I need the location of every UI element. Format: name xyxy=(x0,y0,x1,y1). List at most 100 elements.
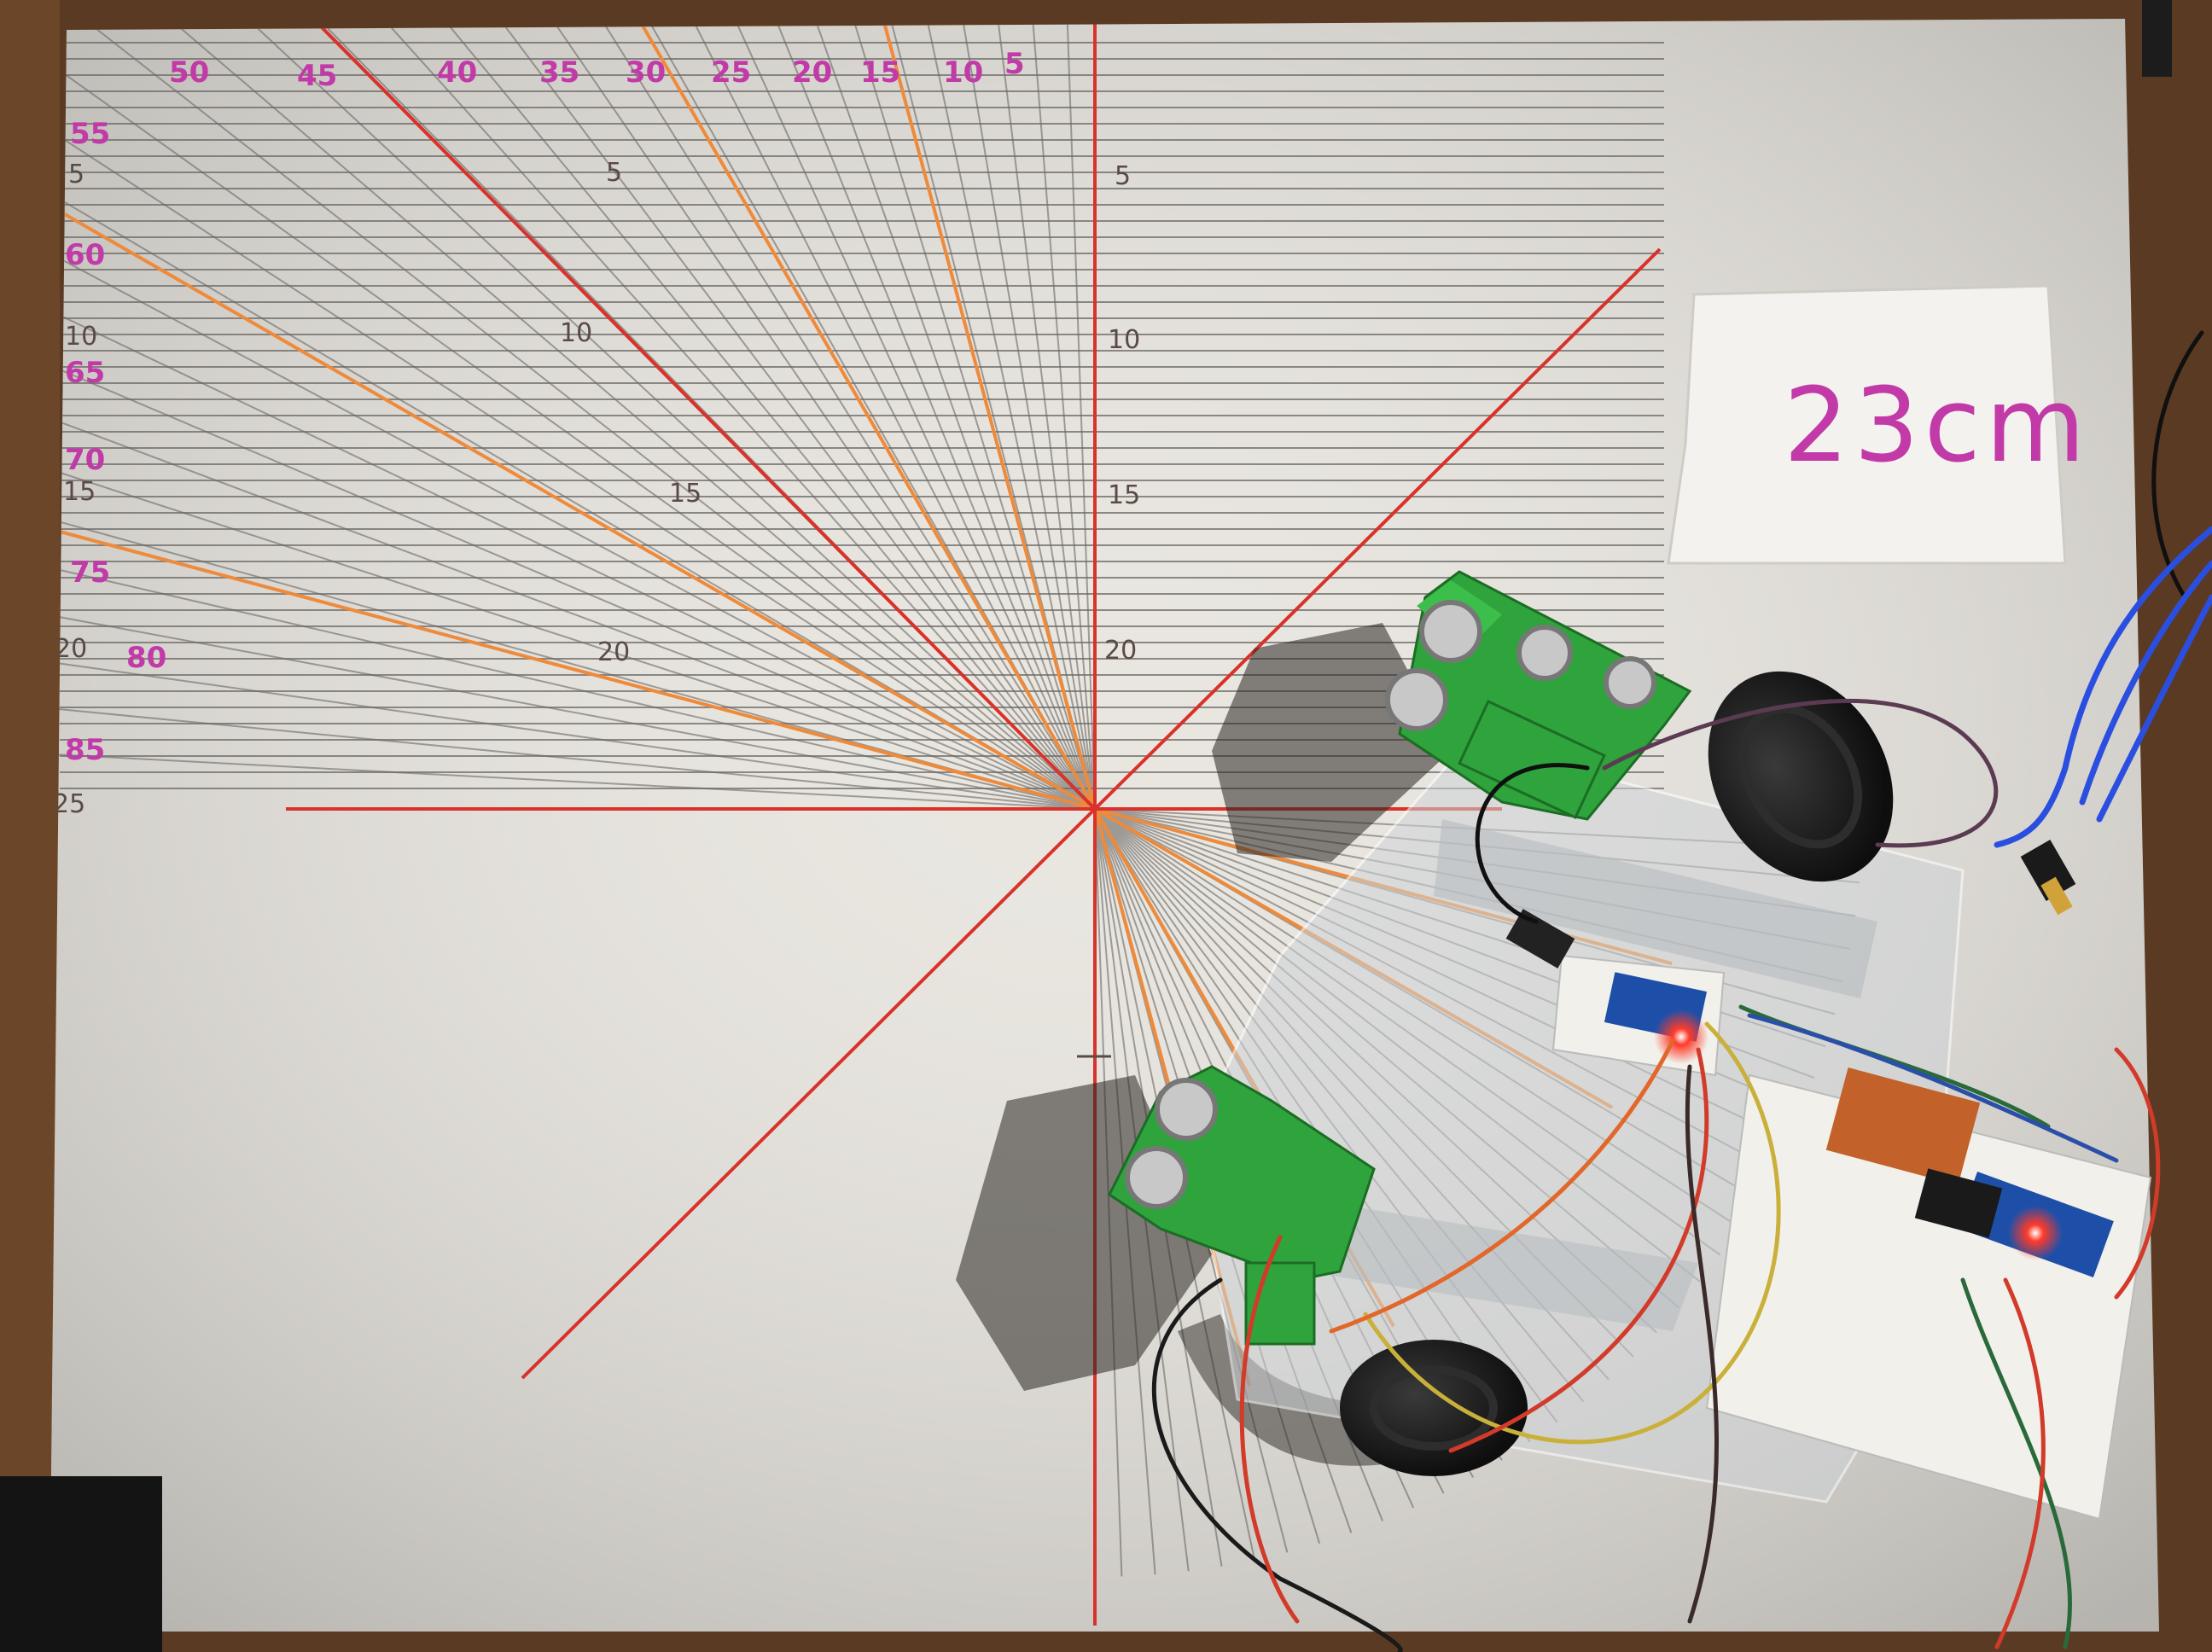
orange-ray xyxy=(49,19,1096,811)
left-distance-labels: 5 10 15 20 25 xyxy=(53,160,97,819)
angle-ray xyxy=(49,701,1096,810)
usb-plug xyxy=(1505,909,1575,969)
left-angle-labels: 55 60 65 70 75 80 85 xyxy=(65,117,166,767)
distance-label: 5 xyxy=(1115,161,1131,191)
dark-object-corner xyxy=(0,1476,162,1652)
distance-label: 20 xyxy=(597,637,630,667)
chip xyxy=(1914,1168,2003,1238)
angle-ray xyxy=(49,434,1096,810)
angle-ray xyxy=(49,611,1096,810)
angle-label: 60 xyxy=(65,238,105,272)
led-indicator xyxy=(2008,1206,2063,1260)
angle-ray xyxy=(164,19,1096,810)
angle-label: 10 xyxy=(943,55,983,90)
wood-grain xyxy=(0,0,60,1652)
angle-ray xyxy=(1022,19,1096,810)
angle-ray xyxy=(49,347,1096,810)
angle-ray xyxy=(844,19,1096,810)
chassis-strip xyxy=(1434,819,1877,998)
angle-label: 80 xyxy=(126,641,166,675)
angle-ray xyxy=(49,19,1096,810)
orange-ray xyxy=(69,19,1097,811)
diagonal-ray-left-up xyxy=(314,20,1097,811)
distance-label: 5 xyxy=(68,160,84,189)
distance-label: 10 xyxy=(560,318,592,348)
distance-label: 15 xyxy=(1108,480,1140,510)
distance-note: 23cm xyxy=(1784,367,2091,486)
sensor-eye xyxy=(1125,1146,1188,1209)
angle-label: 75 xyxy=(70,556,110,590)
angle-ray xyxy=(49,19,1096,810)
usb-connector xyxy=(2020,840,2076,901)
ultrasonic-sensor-upper xyxy=(1385,570,1692,821)
angle-label: 40 xyxy=(437,55,477,90)
orange-ray xyxy=(49,276,1096,811)
distance-label: 20 xyxy=(55,634,87,664)
clip-top-right xyxy=(2142,0,2172,77)
diagonal-ray-right-up xyxy=(1093,247,1662,811)
rear-wheel xyxy=(1708,671,1894,882)
angle-ray xyxy=(49,19,1096,810)
angle-ray xyxy=(85,19,1096,810)
angle-label: 50 xyxy=(169,55,209,90)
vertical-distance-labels: 5 10 15 20 xyxy=(1104,161,1140,666)
ultrasonic-sensor-lower xyxy=(1108,1065,1376,1346)
angle-label: 45 xyxy=(297,59,337,93)
sensor-eye xyxy=(1155,1078,1218,1141)
angle-ray xyxy=(49,175,1096,810)
sensor-eye xyxy=(1604,656,1656,709)
angle-ray xyxy=(49,260,1096,810)
angle-ray xyxy=(49,19,1096,810)
angle-label: 70 xyxy=(65,443,105,477)
angle-ray xyxy=(49,19,1096,810)
angle-label: 55 xyxy=(70,117,110,151)
angle-label: 85 xyxy=(65,733,105,767)
angle-ray xyxy=(668,19,1096,810)
angle-ray xyxy=(755,19,1096,810)
angle-ray xyxy=(49,522,1096,810)
angle-ray xyxy=(581,19,1096,810)
angle-ray xyxy=(49,19,1096,810)
angle-ray xyxy=(49,19,1096,810)
angle-ray xyxy=(49,90,1096,810)
angle-ray xyxy=(49,19,1096,810)
distance-label: 25 xyxy=(53,789,85,819)
distance-label: 15 xyxy=(63,477,96,507)
angle-label: 20 xyxy=(792,55,832,90)
angle-label: 15 xyxy=(860,55,900,90)
sensor-eye xyxy=(1385,668,1448,731)
sensor-eye xyxy=(1516,625,1573,681)
robot-car xyxy=(956,330,2212,1652)
angle-label: 65 xyxy=(65,356,105,390)
angle-label: 35 xyxy=(539,55,579,90)
wires xyxy=(1151,330,2212,1652)
distance-label: 10 xyxy=(1108,325,1140,355)
angle-label: 30 xyxy=(626,55,666,90)
angle-ray xyxy=(327,19,1096,810)
angle-ray xyxy=(49,19,1096,810)
distance-label: 10 xyxy=(65,322,97,352)
angle-ray xyxy=(49,19,1096,810)
usb-connector-tip xyxy=(2040,876,2073,916)
angle-ray xyxy=(49,19,1096,810)
distance-label: 15 xyxy=(669,479,701,509)
driver-board xyxy=(1825,1067,1981,1186)
angle-label: 25 xyxy=(711,55,751,90)
chassis-strip xyxy=(1254,1195,1698,1331)
distance-label: 5 xyxy=(606,158,622,188)
diagonal-ray-left-down xyxy=(521,807,1097,1380)
diagonal-distance-labels: 5 10 15 20 xyxy=(560,158,701,667)
orange-ray xyxy=(562,19,1097,810)
distance-label: 20 xyxy=(1104,636,1137,666)
angle-ray xyxy=(49,19,1096,810)
top-angle-labels: 50 45 40 35 30 25 20 15 10 5 xyxy=(169,47,1025,93)
angle-ray xyxy=(244,19,1096,810)
paper-note xyxy=(1667,284,2067,565)
angle-ray xyxy=(495,19,1096,810)
front-wheel xyxy=(1340,1340,1528,1476)
angle-label: 5 xyxy=(1004,47,1025,81)
angle-ray xyxy=(49,19,1096,810)
angle-ray xyxy=(933,19,1096,810)
angle-ray xyxy=(410,19,1096,810)
